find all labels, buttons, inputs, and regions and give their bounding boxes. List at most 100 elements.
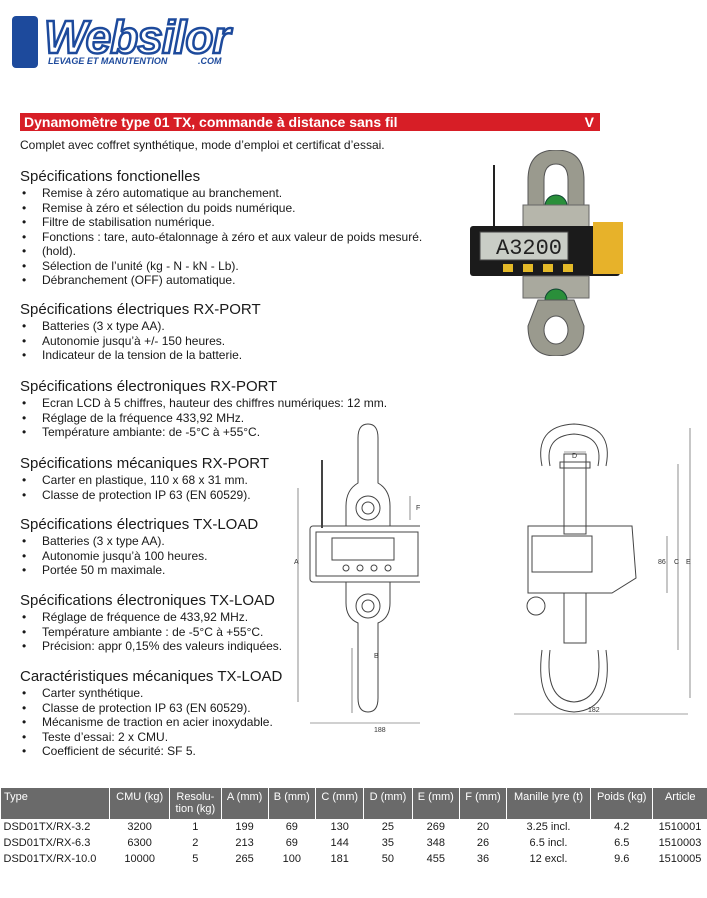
table-cell: 130	[330, 821, 349, 833]
table-cell: 26	[476, 837, 490, 849]
brand-logo: Websilor LEVAGE ET MANUTENTION .COM	[8, 10, 248, 74]
table-cell: 12 excl.	[529, 853, 568, 865]
table-header-cell: CMU (kg)	[109, 788, 170, 819]
section-heading: Spécifications électroniques RX-PORT	[20, 378, 278, 395]
table-cell: 5	[192, 853, 199, 865]
bullet-item: Sélection de l’unité (kg - N - kN - Lb).	[20, 259, 422, 274]
bullet-item: Ecran LCD à 5 chiffres, hauteur des chif…	[20, 396, 387, 411]
section-heading: Spécifications électriques TX-LOAD	[20, 516, 259, 533]
table-header-cell: A (mm)	[220, 788, 269, 819]
table-cell: 10000	[124, 853, 155, 865]
table-header-cell: E (mm)	[411, 788, 460, 819]
table-cell: 348	[426, 837, 445, 849]
side-dim-86: 86	[658, 559, 666, 566]
version-marker: V	[584, 114, 594, 130]
table-cell: 35	[381, 837, 395, 849]
side-dim-e: E	[686, 559, 691, 566]
table-cell: 69	[285, 837, 298, 849]
section-heading: Spécifications fonctionelles	[20, 168, 201, 185]
spec-section: Spécifications électriques RX-PORTBatter…	[20, 301, 261, 363]
bullet-item: Réglage de la fréquence 433,92 MHz.	[20, 411, 387, 426]
section-heading: Caractéristiques mécaniques TX-LOAD	[20, 668, 283, 685]
bullet-item: Indicateur de la tension de la batterie.	[20, 348, 261, 363]
bullet-item: Précision: appr 0,15% des valeurs indiqu…	[20, 639, 282, 654]
bullet-item: Mécanisme de traction en acier inoxydabl…	[20, 715, 282, 730]
table-cell: 1510001	[658, 821, 702, 833]
bullet-item: Coefficient de sécurité: SF 5.	[20, 744, 282, 759]
table-cell: 20	[476, 821, 490, 833]
bullet-item: Réglage de fréquence de 433,92 MHz.	[20, 610, 282, 625]
bullet-item: Teste d’essai: 2 x CMU.	[20, 730, 282, 745]
table-header-cell: Article	[652, 788, 707, 819]
front-technical-drawing: A B F 188	[294, 423, 420, 734]
side-dim-d: D	[572, 453, 577, 460]
front-dim-b: B	[374, 653, 379, 660]
intro-text: Complet avec coffret synthétique, mode d…	[20, 138, 385, 152]
spec-section: Spécifications électriques TX-LOADBatter…	[20, 516, 258, 578]
table-cell: 3200	[127, 821, 152, 833]
table-cell: 265	[235, 853, 254, 865]
table-cell: 6.5	[614, 837, 630, 849]
bullet-list: Remise à zéro automatique au branchement…	[20, 186, 422, 288]
table-cell: 1	[192, 821, 199, 833]
table-header-cell: C (mm)	[315, 788, 364, 819]
bullet-item: Remise à zéro et sélection du poids numé…	[20, 201, 422, 216]
bullet-item: Autonomie jusqu’à 100 heures.	[20, 549, 258, 564]
front-dim-width: 188	[374, 727, 386, 734]
bullet-item: Autonomie jusqu’à +/- 150 heures.	[20, 334, 261, 349]
table-cell: DSD01TX/RX-6.3	[3, 837, 91, 849]
section-heading: Spécifications électroniques TX-LOAD	[20, 592, 275, 609]
table-cell: 144	[330, 837, 349, 849]
chain-icon	[12, 16, 38, 68]
table-cell: 199	[235, 821, 254, 833]
table-header-cell: Type	[0, 788, 110, 819]
bullet-item: Classe de protection IP 63 (EN 60529).	[20, 701, 282, 716]
bullet-item: Débranchement (OFF) automatique.	[20, 273, 422, 288]
logo-wordmark: Websilor	[43, 10, 232, 65]
bullet-list: Batteries (3 x type AA).Autonomie jusqu’…	[20, 534, 258, 578]
section-heading: Spécifications électriques RX-PORT	[20, 301, 261, 318]
bullet-item: Classe de protection IP 63 (EN 60529).	[20, 488, 269, 503]
table-cell: 6300	[127, 837, 152, 849]
bullet-item: Température ambiante: de -5°C à +55°C.	[20, 425, 387, 440]
spec-section: Spécifications électroniques RX-PORTEcra…	[20, 378, 387, 440]
table-cell: 100	[282, 853, 301, 865]
product-title-bar: Dynamomètre type 01 TX, commande à dista…	[20, 113, 600, 131]
section-heading: Spécifications mécaniques RX-PORT	[20, 455, 269, 472]
table-cell: 1510003	[658, 837, 702, 849]
spec-section: Caractéristiques mécaniques TX-LOADCarte…	[20, 668, 282, 759]
logo-tagline: LEVAGE ET MANUTENTION	[48, 56, 168, 66]
bullet-list: Réglage de fréquence de 433,92 MHz.Tempé…	[20, 610, 282, 654]
table-cell: 3.25 incl.	[526, 821, 571, 833]
spec-section: Spécifications mécaniques RX-PORTCarter …	[20, 455, 269, 502]
bullet-item: Batteries (3 x type AA).	[20, 534, 258, 549]
table-header-cell: B (mm)	[267, 788, 316, 819]
bullet-item: Carter en plastique, 110 x 68 x 31 mm.	[20, 473, 269, 488]
product-title: Dynamomètre type 01 TX, commande à dista…	[24, 114, 398, 130]
bullet-item: Batteries (3 x type AA).	[20, 319, 261, 334]
table-cell: 25	[381, 821, 395, 833]
spec-section: Spécifications fonctionellesRemise à zér…	[20, 168, 422, 288]
side-dim-width: 182	[588, 707, 600, 714]
bullet-item: (hold).	[20, 244, 422, 259]
bullet-item: Fonctions : tare, auto-étalonnage à zéro…	[20, 230, 422, 245]
table-header-cell: Resolu-tion (kg)	[169, 788, 222, 819]
bullet-item: Filtre de stabilisation numérique.	[20, 215, 422, 230]
bullet-item: Portée 50 m maximale.	[20, 563, 258, 578]
spec-section: Spécifications électroniques TX-LOADRégl…	[20, 592, 282, 654]
bullet-list: Batteries (3 x type AA).Autonomie jusqu’…	[20, 319, 261, 363]
table-header-cell: Poids (kg)	[589, 788, 653, 819]
side-dim-c: C	[674, 559, 679, 566]
front-dim-f: F	[416, 505, 420, 512]
table-cell: DSD01TX/RX-3.2	[3, 821, 91, 833]
table-cell: 4.2	[614, 821, 630, 833]
table-cell: 6.5 incl.	[529, 837, 568, 849]
table-header-cell: F (mm)	[459, 788, 507, 819]
logo-domain: .COM	[198, 56, 222, 66]
table-cell: 455	[426, 853, 445, 865]
table-header-cell: D (mm)	[363, 788, 413, 819]
